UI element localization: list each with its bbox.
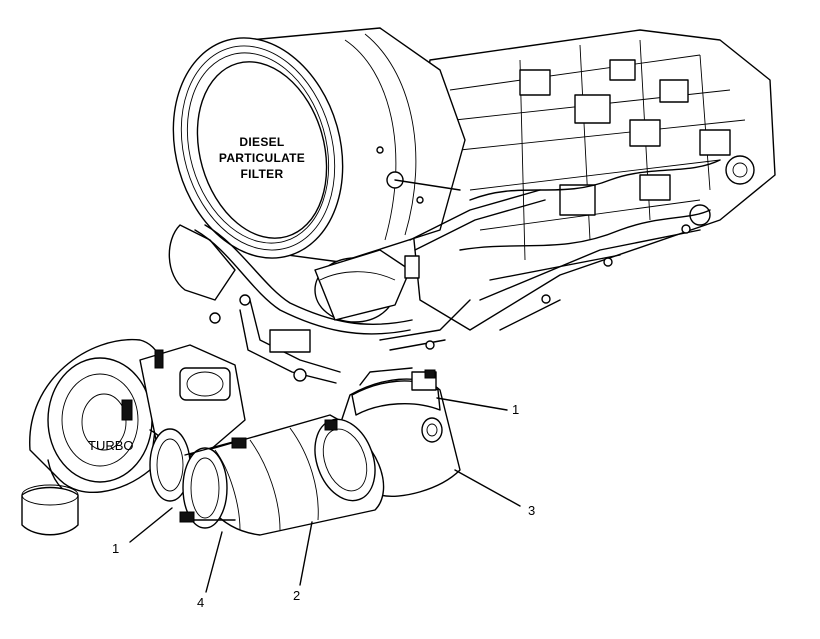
callout-leaders — [129, 397, 521, 593]
turbocharger — [21, 338, 246, 536]
callout-3: 3 — [528, 503, 535, 518]
flex-pipe — [179, 414, 385, 536]
exhaust-piping — [168, 171, 546, 384]
callout-1-left: 1 — [112, 541, 119, 556]
engine-block — [409, 29, 776, 331]
callout-4: 4 — [197, 595, 204, 610]
callout-2: 2 — [293, 588, 300, 603]
turbo-label: TURBO — [88, 438, 134, 453]
diesel-particulate-filter — [172, 27, 466, 263]
dpf-label-line3: FILTER — [241, 167, 284, 181]
dpf-label-line1: DIESEL — [239, 135, 284, 149]
dpf-label-line2: PARTICULATE — [219, 151, 305, 165]
callout-1-right: 1 — [512, 402, 519, 417]
